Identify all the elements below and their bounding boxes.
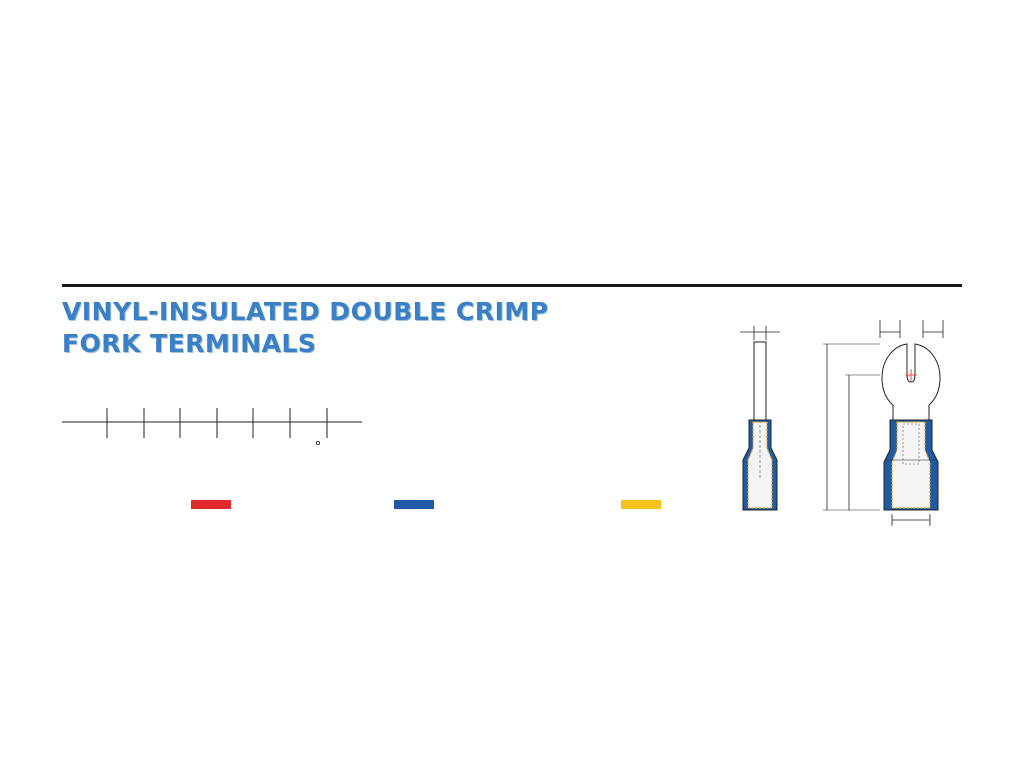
title-line-2: FORK TERMINALS — [62, 329, 317, 358]
color-swatch-blue — [394, 500, 434, 509]
fork-terminal-front-view — [823, 320, 944, 526]
title-line-1: VINYL-INSULATED DOUBLE CRIMP — [62, 297, 549, 326]
color-swatch-yellow — [621, 500, 661, 509]
fork-terminal-drawing — [740, 320, 944, 526]
page-title: VINYL-INSULATED DOUBLE CRIMP FORK TERMIN… — [62, 296, 549, 360]
terminal-side-view — [740, 326, 780, 511]
header-rule — [62, 284, 962, 287]
color-swatch-red — [191, 500, 231, 509]
dimension-scale-line — [62, 408, 362, 446]
